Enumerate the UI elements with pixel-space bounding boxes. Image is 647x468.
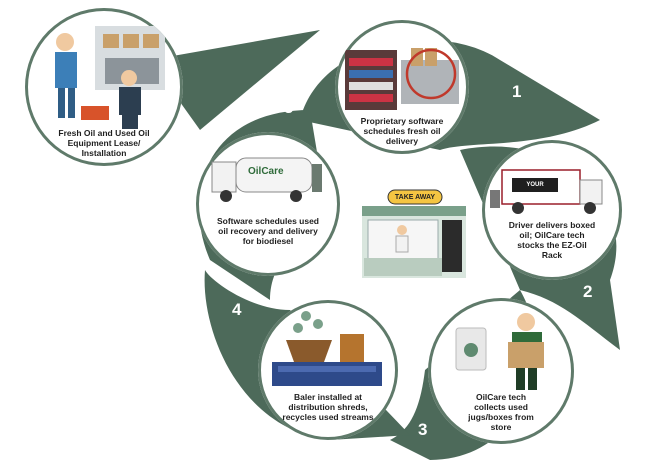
step-5-number: 5 (284, 98, 294, 117)
start-circle: Fresh Oil and Used Oil Equipment Lease/ … (25, 8, 183, 166)
store-illustration (362, 189, 466, 278)
oilcare-logo: OilCare (248, 166, 284, 177)
step-5-caption: Software schedules used oil recovery and… (216, 216, 320, 246)
step-3-caption: OilCare tech collects used jugs/boxes fr… (468, 392, 534, 432)
start-caption: Fresh Oil and Used Oil Equipment Lease/ … (58, 128, 150, 158)
oilcare-truck-illustration (211, 157, 322, 202)
step-1-circle: Proprietary software schedules fresh oil… (335, 20, 469, 154)
baler-illustration (272, 311, 382, 386)
technician-illustration (55, 26, 165, 129)
step-1-caption: Proprietary software schedules fresh oil… (360, 116, 444, 146)
truck-label: YOUR DISTRIBUTOR (514, 182, 556, 202)
step-4-number: 4 (232, 300, 242, 319)
distributor-truck-illustration (490, 169, 603, 214)
step-3-circle: OilCare tech collects used jugs/boxes fr… (428, 298, 574, 444)
jug-collection-illustration (455, 313, 544, 390)
step-5-circle: OilCare Software schedules used oil reco… (196, 132, 340, 276)
step-3-number: 3 (418, 420, 428, 439)
step-2-number: 2 (583, 282, 593, 301)
step-4-circle: Baler installed at distribution shreds, … (258, 300, 398, 440)
step-2-circle: YOUR DISTRIBUTOR Driver delivers boxed o… (482, 140, 622, 280)
oil-rack-illustration (345, 48, 459, 110)
step-2-caption: Driver delivers boxed oil; OilCare tech … (508, 220, 596, 260)
step-1-number: 1 (512, 82, 522, 101)
step-4-caption: Baler installed at distribution shreds, … (282, 392, 374, 422)
store-sign: TAKE AWAY (394, 194, 436, 201)
